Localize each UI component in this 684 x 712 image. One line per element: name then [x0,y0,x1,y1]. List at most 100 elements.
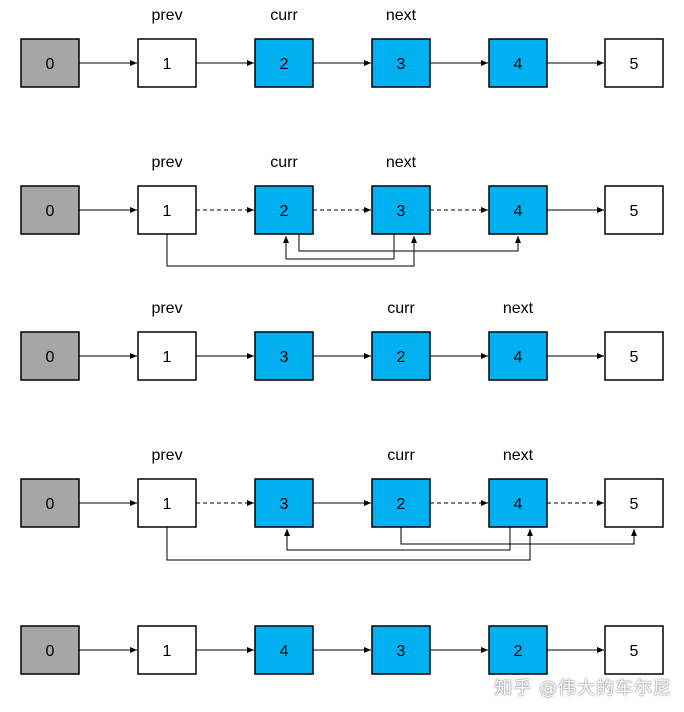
node-value: 3 [280,496,289,513]
pointer-label-next: next [386,154,417,171]
node-box [371,331,431,381]
node-value: 3 [397,203,406,220]
list-node: 2 [254,38,314,88]
node-value: 0 [46,56,55,73]
node-box [488,38,548,88]
node-value: 1 [163,496,172,513]
list-node: 5 [604,185,664,235]
node-value: 0 [46,203,55,220]
node-value: 5 [630,203,639,220]
pointer-label-prev: prev [151,154,182,171]
node-value: 5 [630,56,639,73]
node-value: 2 [280,203,289,220]
node-value: 2 [397,496,406,513]
list-node: 3 [371,38,431,88]
list-node: 0 [20,331,80,381]
node-box [488,331,548,381]
watermark: 知乎 @伟大的车尔尼 [494,678,672,699]
pointer-label-next: next [503,447,534,464]
node-box [137,185,197,235]
list-node: 4 [488,38,548,88]
node-value: 2 [514,643,523,660]
node-box [20,185,80,235]
node-box [20,38,80,88]
node-box [371,38,431,88]
node-box [604,38,664,88]
list-node: 2 [371,331,431,381]
rewire-next-to-curr [284,527,511,551]
node-value: 3 [397,643,406,660]
list-node: 5 [604,625,664,675]
list-node: 5 [604,331,664,381]
list-node: 4 [254,625,314,675]
node-box [604,331,664,381]
step-3: 0 1 3 2 4 5 prev curr next [20,300,664,381]
list-node: 2 [254,185,314,235]
pointer-label-next: next [503,300,534,317]
node-value: 1 [163,643,172,660]
list-node: 1 [137,38,197,88]
list-node: 5 [604,38,664,88]
node-box [371,185,431,235]
list-node: 1 [137,185,197,235]
pointer-label-curr: curr [387,300,415,317]
node-value: 3 [397,56,406,73]
node-value: 0 [46,349,55,366]
node-box [137,38,197,88]
node-value: 1 [163,349,172,366]
node-box [371,478,431,528]
node-value: 4 [514,56,523,73]
node-box [604,478,664,528]
node-box [254,478,314,528]
list-node: 3 [254,478,314,528]
step-2: 0 1 2 3 4 5 prev curr next [20,154,664,235]
node-box [488,185,548,235]
pointer-label-prev: prev [151,300,182,317]
rewire-next-to-curr [283,234,395,260]
node-value: 0 [46,496,55,513]
node-box [137,625,197,675]
pointer-label-prev: prev [151,7,182,24]
list-node: 0 [20,185,80,235]
node-box [254,38,314,88]
list-node: 0 [20,38,80,88]
pointer-label-next: next [386,7,417,24]
node-value: 1 [163,56,172,73]
list-node: 1 [137,331,197,381]
rewire-curr-to-after [298,234,521,252]
node-value: 4 [280,643,289,660]
list-node: 3 [254,331,314,381]
node-value: 4 [514,496,523,513]
list-node: 0 [20,625,80,675]
node-box [254,331,314,381]
step-4: 0 1 3 2 4 5 prev curr next [20,447,664,528]
node-value: 5 [630,496,639,513]
node-box [20,478,80,528]
node-box [20,625,80,675]
pointer-label-prev: prev [151,447,182,464]
node-box [254,185,314,235]
node-value: 4 [514,203,523,220]
rewire-prev-to-next [166,234,417,267]
list-node: 3 [371,625,431,675]
list-node: 5 [604,478,664,528]
node-box [371,625,431,675]
list-node: 2 [371,478,431,528]
rewire-curr-to-after [400,527,637,545]
list-node: 4 [488,331,548,381]
node-value: 0 [46,643,55,660]
list-node: 1 [137,625,197,675]
node-box [488,625,548,675]
node-box [137,331,197,381]
list-node: 4 [488,185,548,235]
pointer-label-curr: curr [270,154,298,171]
node-box [20,331,80,381]
node-box [254,625,314,675]
list-node: 3 [371,185,431,235]
node-value: 2 [280,56,289,73]
node-value: 4 [514,349,523,366]
pointer-label-curr: curr [387,447,415,464]
node-value: 1 [163,203,172,220]
node-box [604,185,664,235]
